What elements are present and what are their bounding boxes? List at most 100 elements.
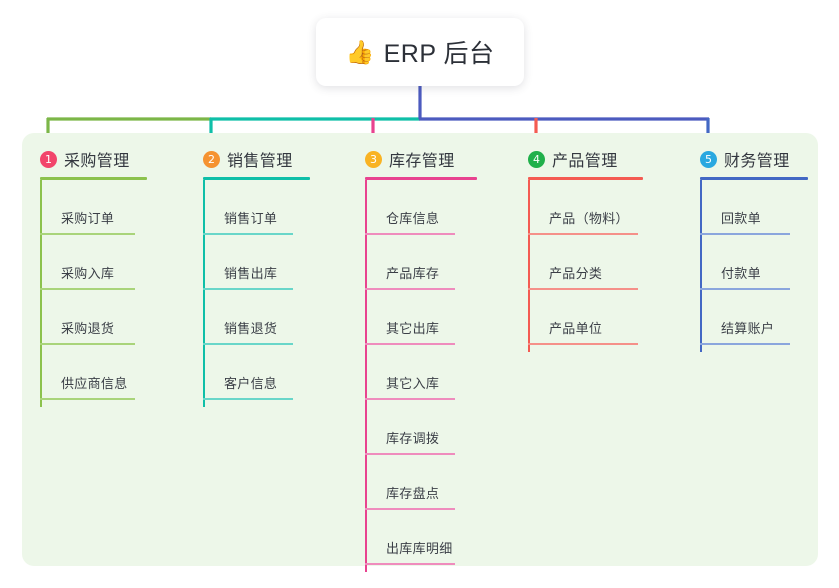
branch-item-list: 销售订单销售出库销售退货客户信息 xyxy=(203,180,310,407)
branch-item-rule xyxy=(528,233,638,235)
branch-item-rule xyxy=(365,343,455,345)
branch-item[interactable]: 销售订单 xyxy=(203,180,310,235)
branch-title: 销售管理 xyxy=(227,153,293,170)
branch-item-label: 采购入库 xyxy=(61,266,115,281)
branch-spine xyxy=(365,180,367,572)
branch-heading-rule xyxy=(40,177,147,180)
branch-heading-rule xyxy=(700,177,808,180)
branch-number-badge: 3 xyxy=(365,150,382,168)
branch-item-list: 采购订单采购入库采购退货供应商信息 xyxy=(40,180,147,407)
branch-item[interactable]: 采购订单 xyxy=(40,180,147,235)
branches-panel xyxy=(22,133,818,566)
branch-item-label: 销售退货 xyxy=(224,321,278,336)
branch-number-badge: 4 xyxy=(528,150,545,168)
branch-number-badge: 2 xyxy=(203,150,220,168)
branch-item[interactable]: 付款单 xyxy=(700,235,808,290)
branch-column-3[interactable]: 3 库存管理仓库信息产品库存其它出库其它入库库存调拨库存盘点出库库明细 xyxy=(365,148,477,572)
branch-spine xyxy=(40,180,42,407)
branch-item-rule xyxy=(700,343,790,345)
branch-item[interactable]: 产品分类 xyxy=(528,235,643,290)
branch-item-label: 付款单 xyxy=(721,266,761,281)
branch-item[interactable]: 采购入库 xyxy=(40,235,147,290)
branch-item-label: 采购订单 xyxy=(61,211,115,226)
branch-heading-3[interactable]: 3 库存管理 xyxy=(365,148,477,170)
branch-column-5[interactable]: 5 财务管理回款单付款单结算账户 xyxy=(700,148,808,352)
branch-item[interactable]: 销售出库 xyxy=(203,235,310,290)
branch-item-rule xyxy=(365,288,455,290)
branch-item-rule xyxy=(203,343,293,345)
branch-item[interactable]: 采购退货 xyxy=(40,290,147,345)
branch-number-badge: 1 xyxy=(40,150,57,168)
root-node-card[interactable]: 👍 ERP 后台 xyxy=(316,18,524,86)
branch-item-rule xyxy=(203,398,293,400)
branch-item[interactable]: 库存调拨 xyxy=(365,400,477,455)
branch-item-label: 销售出库 xyxy=(224,266,278,281)
branch-item-rule xyxy=(365,398,455,400)
branch-spine xyxy=(203,180,205,407)
branch-item-rule xyxy=(365,233,455,235)
branch-item-label: 其它入库 xyxy=(386,376,440,391)
branch-item-label: 库存盘点 xyxy=(386,486,440,501)
branch-item[interactable]: 供应商信息 xyxy=(40,345,147,400)
branch-item[interactable]: 出库库明细 xyxy=(365,510,477,565)
branch-column-2[interactable]: 2 销售管理销售订单销售出库销售退货客户信息 xyxy=(203,148,310,407)
branch-item-label: 销售订单 xyxy=(224,211,278,226)
branch-item-label: 仓库信息 xyxy=(386,211,440,226)
branch-heading-5[interactable]: 5 财务管理 xyxy=(700,148,808,170)
branch-heading-rule xyxy=(528,177,643,180)
branch-item-rule xyxy=(365,508,455,510)
branch-item[interactable]: 销售退货 xyxy=(203,290,310,345)
branch-item[interactable]: 客户信息 xyxy=(203,345,310,400)
branch-title: 库存管理 xyxy=(389,153,455,170)
branch-item[interactable]: 其它出库 xyxy=(365,290,477,345)
branch-item-list: 回款单付款单结算账户 xyxy=(700,180,808,352)
root-node-title: 👍 ERP 后台 xyxy=(345,34,494,70)
branch-item-rule xyxy=(203,288,293,290)
branch-item[interactable]: 产品单位 xyxy=(528,290,643,345)
branch-item-rule xyxy=(203,233,293,235)
branch-spine xyxy=(700,180,702,352)
branch-item-rule xyxy=(700,233,790,235)
branch-item-rule xyxy=(40,288,135,290)
branch-item-label: 其它出库 xyxy=(386,321,440,336)
branch-item[interactable]: 仓库信息 xyxy=(365,180,477,235)
branch-item-label: 出库库明细 xyxy=(386,541,453,556)
branch-item-label: 库存调拨 xyxy=(386,431,440,446)
root-node-label: ERP 后台 xyxy=(383,40,495,68)
branch-item[interactable]: 回款单 xyxy=(700,180,808,235)
branch-item-label: 产品单位 xyxy=(549,321,603,336)
thumbs-up-icon: 👍 xyxy=(345,38,375,65)
branch-item-label: 产品分类 xyxy=(549,266,603,281)
branch-heading-rule xyxy=(365,177,477,180)
branch-item-list: 产品（物料） 产品分类产品单位 xyxy=(528,180,643,352)
branch-title: 财务管理 xyxy=(724,153,790,170)
branch-item[interactable]: 结算账户 xyxy=(700,290,808,345)
branch-item[interactable]: 库存盘点 xyxy=(365,455,477,510)
branch-item-label: 产品（物料） xyxy=(549,211,629,226)
branch-item-rule xyxy=(528,343,638,345)
branch-item-label: 结算账户 xyxy=(721,321,775,336)
branch-item-label: 回款单 xyxy=(721,211,761,226)
branch-item[interactable]: 其它入库 xyxy=(365,345,477,400)
branch-item[interactable]: 产品（物料） xyxy=(528,180,643,235)
branch-item-rule xyxy=(528,288,638,290)
branch-item-list: 仓库信息产品库存其它出库其它入库库存调拨库存盘点出库库明细 xyxy=(365,180,477,572)
branch-item-label: 供应商信息 xyxy=(61,376,128,391)
branch-item-label: 产品库存 xyxy=(386,266,440,281)
branch-heading-2[interactable]: 2 销售管理 xyxy=(203,148,310,170)
branch-heading-4[interactable]: 4 产品管理 xyxy=(528,148,643,170)
branch-title: 产品管理 xyxy=(552,153,618,170)
branch-item[interactable]: 产品库存 xyxy=(365,235,477,290)
branch-heading-rule xyxy=(203,177,310,180)
branch-spine xyxy=(528,180,530,352)
branch-item-rule xyxy=(700,288,790,290)
branch-number-badge: 5 xyxy=(700,150,717,168)
branch-column-4[interactable]: 4 产品管理产品（物料） 产品分类产品单位 xyxy=(528,148,643,352)
branch-item-rule xyxy=(40,233,135,235)
branch-item-label: 采购退货 xyxy=(61,321,115,336)
branch-item-rule xyxy=(365,563,455,565)
branch-item-label: 客户信息 xyxy=(224,376,278,391)
